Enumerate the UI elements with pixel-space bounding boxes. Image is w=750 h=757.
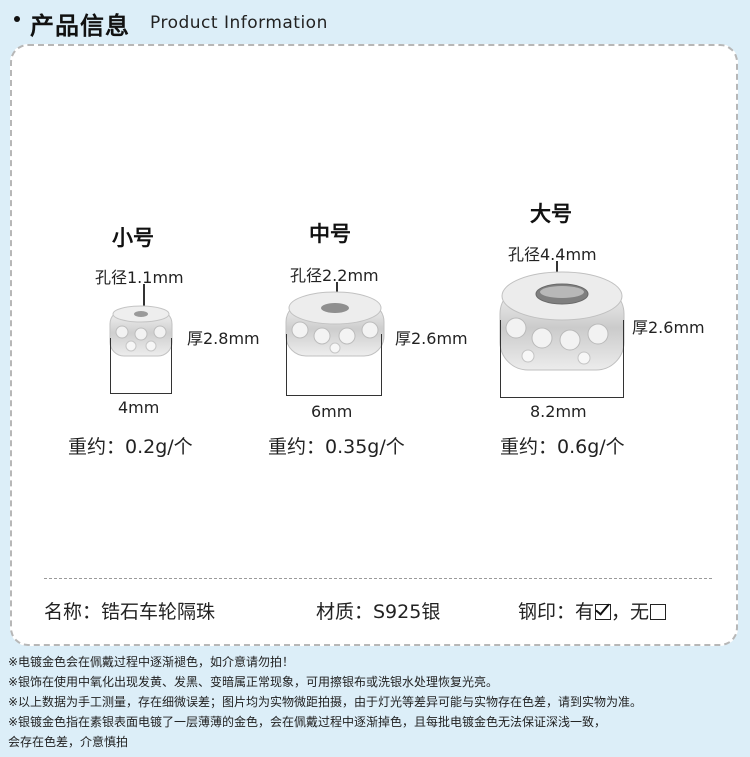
- diameter-label-small: 4mm: [118, 398, 160, 417]
- bead-image-medium: [285, 291, 385, 357]
- hole-label-large: 孔径4.4mm: [508, 245, 597, 264]
- size-label-large: 大号: [530, 202, 572, 226]
- checked-box-icon: [595, 604, 612, 620]
- note-line: ※电镀金色会在佩戴过程中逐渐褪色，如介意请勿拍！: [8, 655, 295, 669]
- weight-label-small: 重约：0.2g/个: [68, 436, 193, 458]
- section-subtitle: Product Information: [150, 13, 328, 33]
- note-line: ※银饰在使用中氧化出现发黄、发黑、变暗属正常现象，可用擦银布或洗银水处理恢复光亮…: [8, 675, 499, 689]
- stamp-separator: ，无: [611, 601, 650, 623]
- bullet-dot-icon: [14, 16, 20, 22]
- weight-label-large: 重约：0.6g/个: [500, 436, 625, 458]
- hole-label-medium: 孔径2.2mm: [290, 266, 379, 285]
- spec-divider: [44, 578, 712, 579]
- section-title: 产品信息: [30, 12, 130, 40]
- spec-stamp: 钢印：有 ，无: [518, 597, 667, 624]
- thickness-label-small: 厚2.8mm: [187, 329, 260, 348]
- size-label-small: 小号: [112, 226, 154, 250]
- bead-image-small: [109, 305, 173, 357]
- diameter-bracket-medium: [286, 334, 382, 396]
- note-line: ※以上数据为手工测量，存在细微误差；图片均为实物微距拍摄，由于灯光等差异可能与实…: [8, 695, 643, 709]
- diameter-label-large: 8.2mm: [530, 402, 587, 421]
- hole-leader-small: [143, 284, 145, 316]
- size-label-medium: 中号: [309, 222, 351, 246]
- note-line: 会存在色差，介意慎拍: [8, 735, 129, 749]
- weight-label-medium: 重约：0.35g/个: [268, 436, 405, 458]
- diameter-bracket-large: [500, 320, 624, 398]
- diameter-bracket-small: [110, 338, 172, 394]
- spec-material: 材质：S925银: [316, 601, 441, 623]
- section-header: 产品信息 Product Information: [0, 0, 750, 44]
- note-line: ※银镀金色指在素银表面电镀了一层薄薄的金色，会在佩戴过程中逐渐掉色，且每批电镀金…: [8, 715, 607, 729]
- notes-section: ※电镀金色会在佩戴过程中逐渐褪色，如介意请勿拍！ ※银饰在使用中氧化出现发黄、发…: [8, 652, 744, 752]
- unchecked-box-icon: [650, 604, 667, 620]
- diameter-label-medium: 6mm: [311, 402, 353, 421]
- spec-name: 名称：锆石车轮隔珠: [44, 601, 216, 623]
- bead-image-large: [499, 271, 625, 371]
- thickness-label-large: 厚2.6mm: [632, 318, 705, 337]
- thickness-label-medium: 厚2.6mm: [395, 329, 468, 348]
- hole-label-small: 孔径1.1mm: [95, 268, 184, 287]
- stamp-label: 钢印：有: [518, 601, 595, 623]
